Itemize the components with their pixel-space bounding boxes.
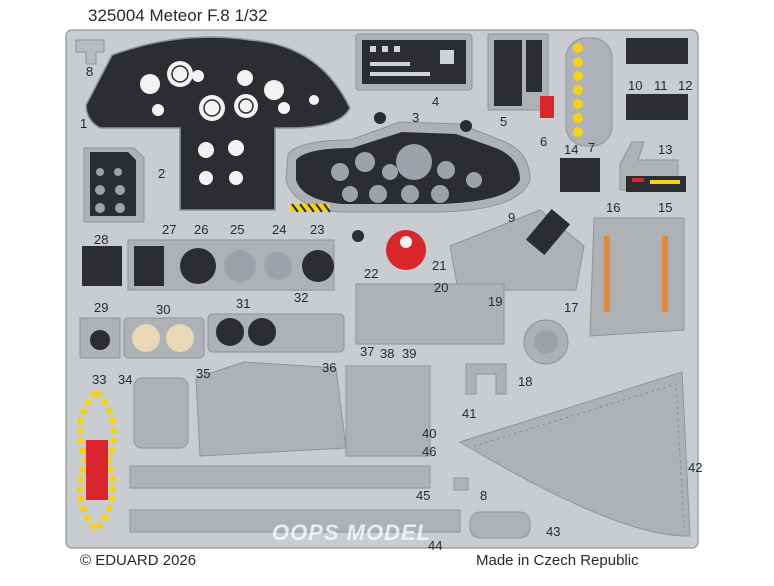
part-number: 26 xyxy=(194,222,209,237)
part-35-36 xyxy=(195,361,347,457)
part-number: 2 xyxy=(158,166,166,181)
part-7-frame xyxy=(565,37,613,147)
panel-3-dials xyxy=(331,144,482,203)
part-number: 1 xyxy=(80,116,88,131)
part-number: 18 xyxy=(518,374,533,389)
part-6 xyxy=(540,96,554,118)
part-34 xyxy=(133,377,189,449)
part-number: 16 xyxy=(606,200,621,215)
part-33 xyxy=(77,387,117,535)
part-number: 35 xyxy=(196,366,211,381)
part-number: 9 xyxy=(508,210,516,225)
part-number: 37 xyxy=(360,344,375,359)
part-number: 8 xyxy=(86,64,94,79)
part-number: 13 xyxy=(658,142,673,157)
watermark-text: OOPS MODEL xyxy=(272,520,432,545)
part-number: 23 xyxy=(310,222,325,237)
origin-text: Made in Czech Republic xyxy=(476,552,639,569)
part-number: 6 xyxy=(540,134,548,149)
part-8-top xyxy=(75,39,105,65)
hazard-stripe-3 xyxy=(290,203,331,213)
part-number: 45 xyxy=(416,488,431,503)
part-number: 42 xyxy=(688,460,703,475)
part-44 xyxy=(129,509,461,533)
part-number: 12 xyxy=(678,78,693,93)
panel-1-dials xyxy=(140,61,319,185)
part-number: 5 xyxy=(500,114,508,129)
part-16 xyxy=(589,217,685,337)
part-number: 39 xyxy=(402,346,417,361)
part-number: 32 xyxy=(294,290,309,305)
part-43 xyxy=(469,511,531,539)
part-number: 43 xyxy=(546,524,561,539)
part-18 xyxy=(465,363,507,395)
part-number: 4 xyxy=(432,94,440,109)
part-2-console xyxy=(90,152,136,216)
part-number: 21 xyxy=(432,258,447,273)
sheet-title: 325004 Meteor F.8 1/32 xyxy=(88,6,268,25)
part-number: 10 xyxy=(628,78,643,93)
part-number: 3 xyxy=(412,110,420,125)
parts-37-39 xyxy=(345,365,431,457)
part-number: 24 xyxy=(272,222,287,237)
part-number: 28 xyxy=(94,232,109,247)
part-number: 46 xyxy=(422,444,437,459)
part-number: 40 xyxy=(422,426,437,441)
parts-19-22 xyxy=(355,283,505,345)
part-number: 27 xyxy=(162,222,177,237)
part-14 xyxy=(560,158,600,192)
part-number: 8 xyxy=(480,488,488,503)
part-number: 22 xyxy=(364,266,379,281)
part-number: 29 xyxy=(94,300,109,315)
part-number: 7 xyxy=(588,140,596,155)
part-28 xyxy=(82,246,122,286)
part-8-bottom xyxy=(453,477,469,491)
part-number: 30 xyxy=(156,302,171,317)
part-7-yellow-buttons xyxy=(573,43,583,137)
part-number: 14 xyxy=(564,142,579,157)
part-42 xyxy=(458,371,691,537)
part-33-red-block xyxy=(86,440,108,500)
parts-23-27 xyxy=(127,239,335,291)
part-number: 41 xyxy=(462,406,477,421)
part-number: 36 xyxy=(322,360,337,375)
part-number: 34 xyxy=(118,372,133,387)
part-number: 33 xyxy=(92,372,107,387)
part-number: 44 xyxy=(428,538,443,553)
part-45 xyxy=(129,465,431,489)
part-number: 31 xyxy=(236,296,251,311)
part-number: 17 xyxy=(564,300,579,315)
part-number: 38 xyxy=(380,346,395,361)
part-21 xyxy=(386,230,426,270)
parts-31-32 xyxy=(207,313,345,353)
part-5 xyxy=(494,40,522,106)
part-number: 11 xyxy=(654,78,668,93)
parts-10-12 xyxy=(626,38,688,120)
part-number: 25 xyxy=(230,222,245,237)
part-number: 19 xyxy=(488,294,503,309)
part-number: 15 xyxy=(658,200,673,215)
copyright-text: © EDUARD 2026 xyxy=(80,552,197,569)
part-number: 20 xyxy=(434,280,449,295)
